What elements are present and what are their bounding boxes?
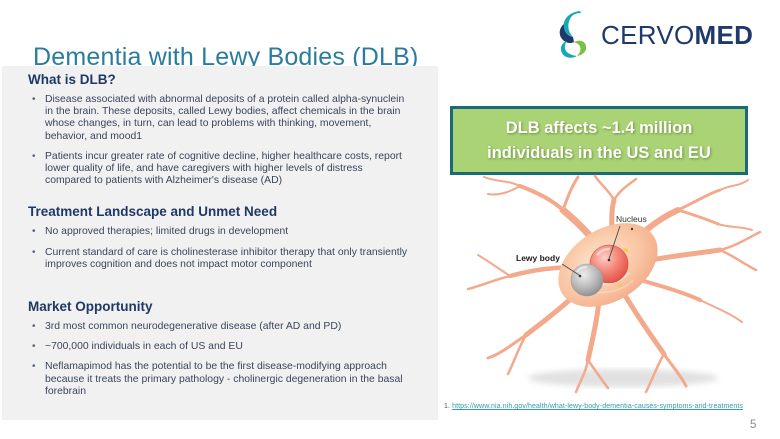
lewy-body bbox=[570, 263, 604, 297]
bullet-item: No approved therapies; limited drugs in … bbox=[30, 226, 411, 238]
lewy-pointer-line bbox=[561, 263, 580, 276]
organelle-speck bbox=[617, 283, 623, 287]
neuron-shadow bbox=[528, 369, 718, 387]
treatment-landscape-list: No approved therapies; limited drugs in … bbox=[28, 226, 412, 271]
nucleus-label: Nucleus bbox=[616, 214, 647, 224]
lewy-body-label: Lewy body bbox=[516, 253, 560, 263]
market-opportunity-list: 3rd most common neurodegenerative diseas… bbox=[28, 321, 412, 398]
organelle-speck bbox=[623, 248, 629, 252]
bullet-item: ~700,000 individuals in each of US and E… bbox=[30, 341, 411, 353]
nucleus-highlight bbox=[595, 247, 611, 256]
page-number: 5 bbox=[750, 419, 757, 431]
callout-text: DLB affects ~1.4 million individuals in … bbox=[487, 118, 711, 162]
what-is-dlb-list: Disease associated with abnormal deposit… bbox=[28, 94, 412, 187]
section-heading-what-is-dlb: What is DLB? bbox=[28, 72, 116, 87]
bullet-item: Disease associated with abnormal deposit… bbox=[30, 94, 411, 143]
bullet-item: Patients incur greater rate of cognitive… bbox=[30, 151, 411, 188]
neuron-figure: Nucleus Lewy body bbox=[448, 172, 780, 400]
section-heading-treatment-landscape: Treatment Landscape and Unmet Need bbox=[28, 204, 278, 220]
content-panel: What is DLB? Disease associated with abn… bbox=[2, 66, 438, 420]
dlb-prevalence-callout: DLB affects ~1.4 million individuals in … bbox=[450, 106, 748, 175]
dark-speck bbox=[630, 227, 634, 231]
lewy-pointer-dot bbox=[578, 274, 582, 278]
nucleus-pointer-line bbox=[608, 225, 621, 260]
cervomed-seahorse-icon bbox=[559, 11, 587, 58]
logo-cervo: CERVO bbox=[601, 19, 695, 50]
footnote: 1. https://www.nia.nih.gov/health/what-l… bbox=[444, 403, 743, 410]
footnote-link[interactable]: https://www.nia.nih.gov/health/what-lewy… bbox=[452, 403, 744, 410]
nucleus-pointer-dot bbox=[607, 258, 611, 262]
footnote-marker: 1. bbox=[444, 403, 451, 410]
bullet-item: Neflamapimod has the potential to be the… bbox=[30, 361, 411, 398]
cervomed-logo: CERVOMED bbox=[554, 10, 753, 60]
neuron-illustration: Nucleus Lewy body bbox=[466, 174, 762, 394]
cervomed-wordmark: CERVOMED bbox=[601, 20, 753, 51]
bullet-item: 3rd most common neurodegenerative diseas… bbox=[30, 321, 411, 333]
section-heading-market-opportunity: Market Opportunity bbox=[28, 299, 153, 315]
logo-med: MED bbox=[694, 19, 754, 50]
lewy-body-highlight bbox=[576, 265, 588, 273]
bullet-item: Current standard of care is cholinestera… bbox=[30, 247, 411, 271]
